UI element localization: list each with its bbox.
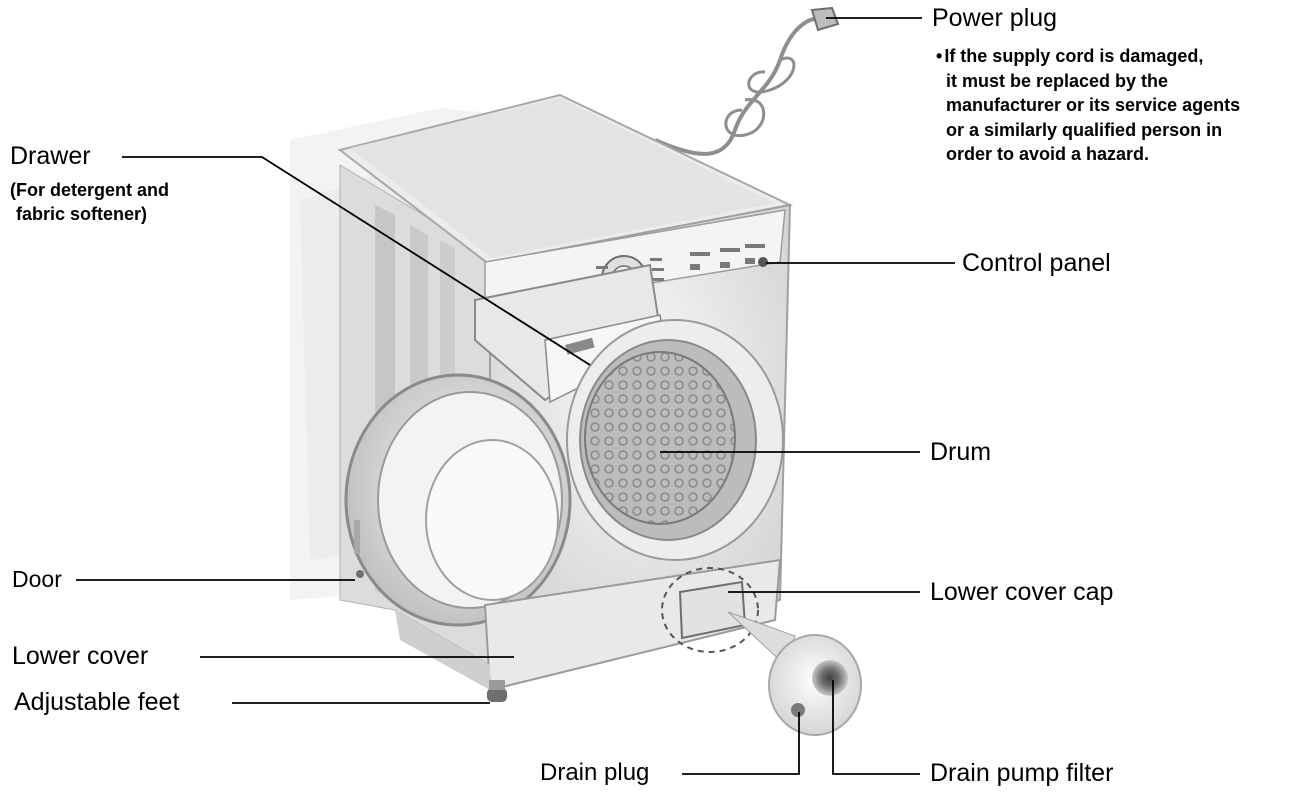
label-adjustable-feet: Adjustable feet [14, 688, 180, 716]
label-drain-plug: Drain plug [540, 759, 650, 786]
drum-opening [566, 319, 784, 561]
label-lower-cover: Lower cover [12, 642, 149, 670]
leader-drawer [122, 156, 591, 366]
label-lower-cover-cap: Lower cover cap [930, 578, 1114, 606]
drawer-note: (For detergent and fabric softener) [10, 178, 169, 226]
label-drawer: Drawer [10, 142, 91, 170]
machine-top-lid [337, 93, 794, 267]
power-plug-note-line-4: or a similarly qualified person in [946, 119, 1223, 140]
power-plug-note: If the supply cord is damaged, it must b… [936, 44, 1240, 167]
power-plug-note-line-2: it must be replaced by the [946, 70, 1169, 91]
drawer-note-line-1: (For detergent and [10, 180, 170, 200]
leader-drain-plug [682, 712, 800, 775]
drawer-note-line-2: fabric softener) [16, 204, 148, 224]
leader-drain-pump-filter [832, 680, 920, 775]
power-plug-note-line-5: order to avoid a hazard. [946, 144, 1150, 164]
label-power-plug: Power plug [932, 4, 1058, 32]
open-door [344, 373, 572, 627]
label-control-panel: Control panel [962, 249, 1111, 277]
power-plug-note-line-3: manufacturer or its service agents [946, 95, 1241, 115]
leader-lines [76, 17, 955, 775]
power-cord [654, 6, 840, 156]
adjustable-feet-shape [487, 680, 507, 702]
power-plug-note-line-1: If the supply cord is damaged, [936, 44, 1240, 69]
label-drain-pump-filter: Drain pump filter [930, 759, 1114, 787]
label-drum: Drum [930, 438, 992, 466]
label-door: Door [12, 566, 62, 592]
magnified-callout [727, 611, 862, 736]
